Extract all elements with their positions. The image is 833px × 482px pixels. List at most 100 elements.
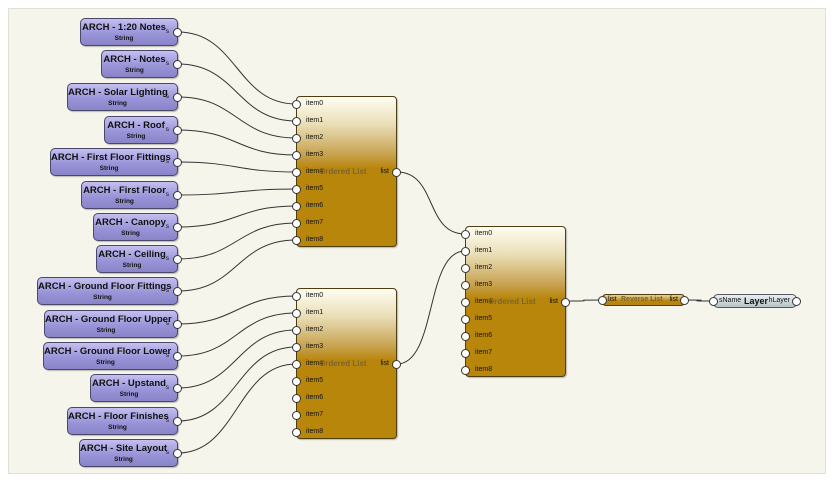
input-port[interactable] <box>292 411 301 420</box>
reverse-list-node[interactable]: list Reverse List list <box>598 294 689 306</box>
input-port[interactable] <box>292 185 301 194</box>
input-port[interactable] <box>292 360 301 369</box>
output-port[interactable] <box>392 360 401 369</box>
ordered-list-node[interactable]: item0 item1 item2 item3 item4 Ordered Li… <box>461 226 570 377</box>
input-port[interactable] <box>292 394 301 403</box>
string-node[interactable]: ARCH - Canopy String s <box>93 213 182 241</box>
input-port[interactable] <box>461 264 470 273</box>
string-node[interactable]: ARCH - 1:20 Notes String s <box>80 18 182 46</box>
output-port[interactable] <box>173 255 182 264</box>
input-port-label: item4 <box>306 360 324 367</box>
input-port-label: item6 <box>306 394 324 401</box>
string-node-title: ARCH - Upstand <box>92 378 166 389</box>
string-node-title: ARCH - Ground Floor Lower <box>44 346 172 357</box>
input-port[interactable] <box>709 297 718 306</box>
output-port[interactable] <box>561 298 570 307</box>
string-node-type: String <box>99 165 119 172</box>
string-node[interactable]: ARCH - Floor Finishes String s <box>67 407 182 435</box>
string-node-title: ARCH - Floor Finishes <box>68 411 169 422</box>
input-port[interactable] <box>292 326 301 335</box>
string-node[interactable]: ARCH - Site Layout String s <box>79 439 182 467</box>
string-node-title: ARCH - Ceiling <box>98 249 166 260</box>
input-port[interactable] <box>292 236 301 245</box>
input-port[interactable] <box>292 168 301 177</box>
string-node-title: ARCH - Ground Floor Upper <box>45 314 172 325</box>
string-node-type: String <box>114 456 133 463</box>
input-port[interactable] <box>461 230 470 239</box>
string-node[interactable]: ARCH - First Floor String s <box>81 181 182 209</box>
string-node-type: String <box>119 391 139 398</box>
string-node[interactable]: ARCH - Roof String s <box>104 116 182 144</box>
input-port-label: item2 <box>306 326 324 333</box>
input-port-label: item6 <box>306 202 324 209</box>
output-port[interactable] <box>173 320 182 329</box>
input-port[interactable] <box>292 343 301 352</box>
output-port[interactable] <box>173 417 182 426</box>
string-node-title: ARCH - Solar Lighting <box>68 87 168 98</box>
input-port-label: item8 <box>306 428 324 435</box>
output-port[interactable] <box>173 158 182 167</box>
string-node-type: String <box>108 424 127 431</box>
layer-node[interactable]: sName Layer hLayer <box>709 294 801 308</box>
input-port[interactable] <box>292 292 301 301</box>
string-node[interactable]: ARCH - Notes String s <box>101 50 182 78</box>
input-port[interactable] <box>461 332 470 341</box>
output-port-label: s <box>165 449 169 456</box>
input-port-label: list <box>608 296 617 303</box>
input-port[interactable] <box>292 219 301 228</box>
string-node[interactable]: ARCH - Ground Floor Lower String s <box>43 342 182 370</box>
output-port[interactable] <box>792 297 801 306</box>
input-port[interactable] <box>461 315 470 324</box>
output-port-label: s <box>165 320 169 327</box>
input-port[interactable] <box>292 428 301 437</box>
input-port[interactable] <box>461 298 470 307</box>
input-port[interactable] <box>292 117 301 126</box>
output-port[interactable] <box>392 168 401 177</box>
input-port-label: item1 <box>306 309 324 316</box>
input-port[interactable] <box>292 134 301 143</box>
input-port[interactable] <box>461 281 470 290</box>
output-port-label: list <box>669 296 678 303</box>
string-node[interactable]: ARCH - Ceiling String s <box>96 245 182 273</box>
ordered-list-node[interactable]: item0 item1 item2 item3 item4 Ordered Li… <box>292 288 401 439</box>
string-node[interactable]: ARCH - First Floor Fittings String s <box>50 148 182 176</box>
input-port[interactable] <box>292 100 301 109</box>
output-port[interactable] <box>173 384 182 393</box>
input-port[interactable] <box>461 247 470 256</box>
node-title: Reverse List <box>621 296 663 303</box>
output-port[interactable] <box>173 93 182 102</box>
input-port[interactable] <box>292 309 301 318</box>
input-port-label: item5 <box>306 377 324 384</box>
output-port[interactable] <box>173 223 182 232</box>
output-port-label: s <box>165 191 169 198</box>
input-port[interactable] <box>292 151 301 160</box>
output-port-label: s <box>165 158 169 165</box>
string-node-type: String <box>114 35 134 42</box>
input-port-label: item4 <box>475 298 493 305</box>
output-port[interactable] <box>173 449 182 458</box>
string-node[interactable]: ARCH - Solar Lighting String s <box>67 83 182 111</box>
input-port-label: item0 <box>475 230 493 237</box>
string-node[interactable]: ARCH - Upstand String s <box>90 374 182 402</box>
output-port[interactable] <box>173 287 182 296</box>
input-port-label: sName <box>719 297 742 304</box>
input-port[interactable] <box>461 349 470 358</box>
output-port[interactable] <box>173 191 182 200</box>
string-node[interactable]: ARCH - Ground Floor Upper String s <box>44 310 182 338</box>
ordered-list-node[interactable]: item0 item1 item2 item3 item4 Ordered Li… <box>292 96 401 247</box>
output-port[interactable] <box>173 60 182 69</box>
string-node[interactable]: ARCH - Ground Floor Fittings String s <box>37 277 182 305</box>
output-port[interactable] <box>173 126 182 135</box>
output-port[interactable] <box>173 28 182 37</box>
node-title: Ordered List <box>319 359 367 368</box>
string-node-type: String <box>125 67 144 74</box>
output-port[interactable] <box>680 296 689 305</box>
input-port[interactable] <box>292 377 301 386</box>
output-port-label: s <box>165 255 169 262</box>
input-port[interactable] <box>461 366 470 375</box>
input-port[interactable] <box>598 296 607 305</box>
string-node-type: String <box>121 230 140 237</box>
output-port[interactable] <box>173 352 182 361</box>
input-port[interactable] <box>292 202 301 211</box>
